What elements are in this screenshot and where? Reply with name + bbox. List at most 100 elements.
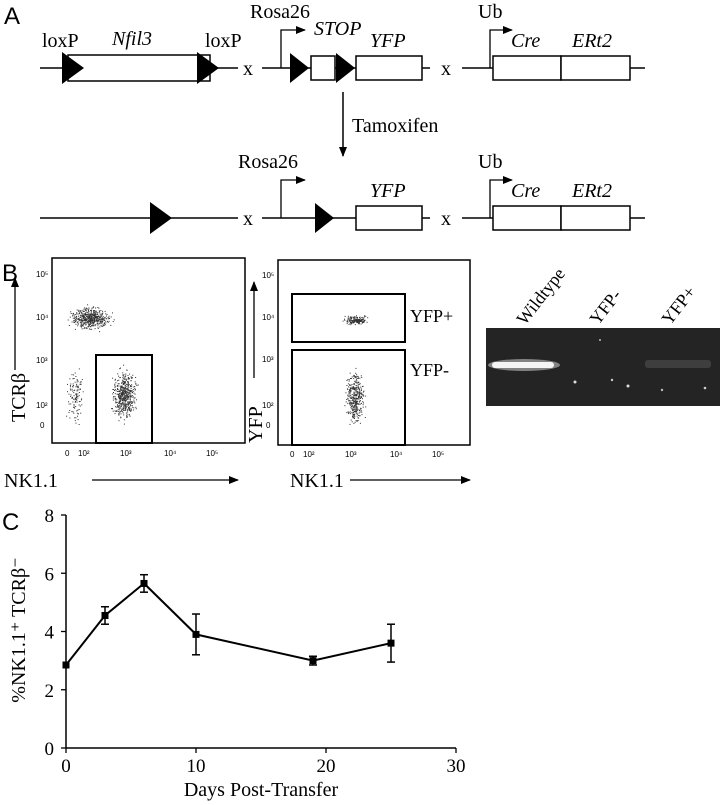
flow-dot bbox=[349, 397, 351, 399]
flow-dot bbox=[124, 405, 126, 407]
flow-dot bbox=[134, 381, 136, 383]
flow-dot bbox=[99, 312, 101, 314]
y-tick-label: 6 bbox=[45, 564, 55, 585]
flow-dot bbox=[78, 392, 80, 393]
flow-dot bbox=[354, 380, 356, 382]
flow-dot bbox=[122, 399, 124, 401]
flow-dot bbox=[353, 410, 355, 412]
x-tick-label: 10 bbox=[187, 756, 206, 777]
flow-dot bbox=[350, 385, 352, 387]
flow-dot bbox=[351, 404, 353, 406]
flow-dot bbox=[356, 403, 357, 405]
flow-dot bbox=[121, 403, 123, 405]
flow-dot bbox=[364, 315, 366, 317]
flow-dot bbox=[351, 386, 353, 388]
flow-dot bbox=[351, 402, 353, 404]
flow-dot bbox=[120, 403, 122, 405]
flow-dot bbox=[120, 416, 122, 418]
ert2-box bbox=[560, 205, 631, 231]
flow-dot bbox=[123, 383, 125, 385]
flow-dot bbox=[72, 385, 74, 387]
flow-dot bbox=[86, 317, 88, 318]
flow-dot bbox=[113, 392, 114, 393]
flow-dot bbox=[118, 375, 120, 377]
flow-dot bbox=[70, 395, 72, 397]
flow-dot bbox=[81, 404, 83, 406]
flow-dot bbox=[79, 321, 81, 323]
flow-dot bbox=[355, 405, 357, 407]
flow-dot bbox=[365, 406, 367, 408]
flow-dot bbox=[88, 320, 89, 322]
flow-dot bbox=[96, 320, 98, 322]
flow-dot bbox=[74, 401, 76, 403]
xtick: 10⁵ bbox=[432, 450, 444, 459]
flow-dot bbox=[84, 318, 86, 320]
flow-dot bbox=[89, 317, 90, 318]
flow-dot bbox=[129, 395, 131, 397]
flow-dot bbox=[348, 393, 350, 395]
flow-dot bbox=[355, 387, 357, 389]
flow-dot bbox=[131, 402, 133, 403]
flow-dot bbox=[89, 323, 91, 325]
flow-dot bbox=[113, 396, 115, 397]
flow-dot bbox=[66, 415, 68, 417]
flow-dot bbox=[364, 320, 365, 321]
flow-dot bbox=[349, 389, 350, 391]
flow-dot bbox=[347, 315, 349, 317]
flow-dot bbox=[73, 392, 75, 394]
flow-dot bbox=[126, 394, 128, 395]
flow-dot bbox=[105, 318, 107, 320]
flow-dot bbox=[348, 380, 350, 382]
flow-dot bbox=[113, 319, 115, 321]
flow-dot bbox=[119, 412, 121, 414]
flow-dot bbox=[124, 390, 126, 392]
flow-dot bbox=[122, 412, 124, 414]
flow-dot bbox=[119, 398, 120, 400]
flow-dot bbox=[130, 386, 132, 388]
flow-dot bbox=[130, 390, 131, 392]
flow-dot bbox=[91, 319, 93, 321]
flow-dot bbox=[134, 402, 136, 404]
flow-dot bbox=[353, 415, 355, 417]
flow-dot bbox=[135, 408, 137, 410]
flow-dot bbox=[122, 411, 123, 413]
flow-dot bbox=[119, 405, 121, 407]
rosa26-stop-yfp-allele: Rosa26 STOP YFP bbox=[250, 1, 430, 83]
flow-dot bbox=[76, 379, 78, 381]
flow-dot bbox=[72, 401, 74, 403]
flow-dot bbox=[84, 320, 86, 322]
flow-dot bbox=[101, 319, 103, 321]
flow-dot bbox=[83, 308, 85, 310]
flow-dot bbox=[350, 408, 352, 410]
flow-dot bbox=[359, 401, 360, 403]
flow-dot bbox=[94, 315, 96, 317]
flow-dot bbox=[114, 384, 116, 386]
flow-dot bbox=[118, 420, 120, 422]
flow-dot bbox=[94, 316, 96, 317]
flow-dot bbox=[125, 395, 127, 397]
flow-dot bbox=[117, 380, 119, 382]
flow-dot bbox=[83, 317, 85, 319]
flow-dot bbox=[77, 323, 79, 325]
flow-dot bbox=[361, 414, 363, 416]
flow-dot bbox=[75, 397, 77, 399]
flow-dot bbox=[125, 409, 127, 411]
data-point bbox=[192, 630, 200, 638]
flow-dot bbox=[72, 390, 74, 392]
flow-dot bbox=[356, 376, 358, 378]
flow-dot bbox=[120, 402, 122, 404]
flow-dot bbox=[357, 385, 359, 387]
tamoxifen-label: Tamoxifen bbox=[352, 115, 438, 137]
flow-dot bbox=[93, 316, 95, 318]
flow-dot bbox=[119, 401, 121, 403]
flow-dot bbox=[127, 377, 129, 379]
flow-dot bbox=[100, 322, 102, 324]
yfp-negative-label: YFP- bbox=[410, 360, 449, 380]
flow-dot bbox=[118, 396, 120, 398]
flow-dot bbox=[128, 386, 130, 388]
flow-dot bbox=[100, 316, 102, 318]
flow-dot bbox=[360, 408, 362, 409]
flow-dot bbox=[88, 321, 90, 323]
flow-dot bbox=[90, 311, 92, 313]
flow-dot bbox=[352, 386, 354, 387]
